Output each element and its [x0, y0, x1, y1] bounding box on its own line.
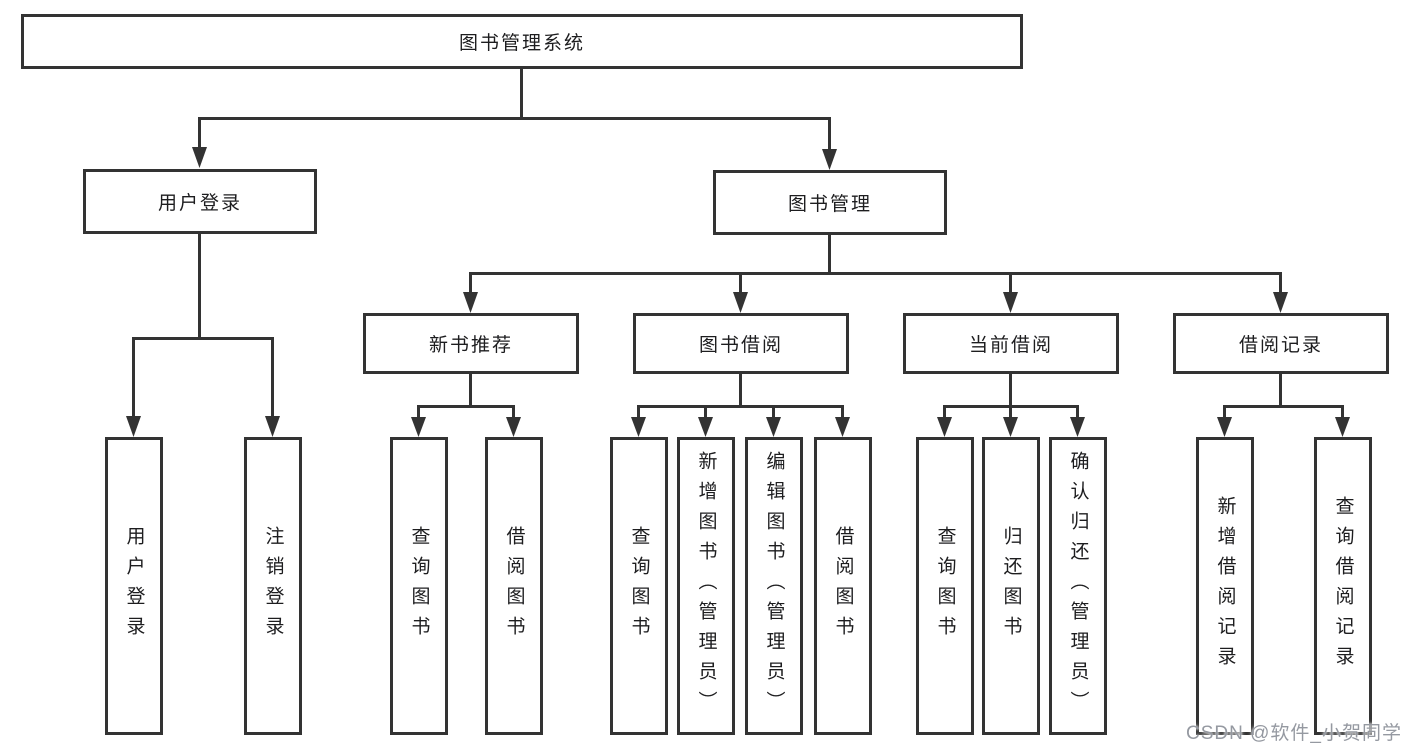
leaf-confirm-return-admin: 确认归还（管理员） [1049, 437, 1107, 735]
node-borrowing-records: 借阅记录 [1173, 313, 1389, 374]
node-label: 新书推荐 [428, 335, 513, 356]
leaf-logout: 注销登录 [244, 437, 302, 735]
node-label: 编辑图书（管理员） [763, 451, 785, 721]
leaf-borrow-books: 借阅图书 [485, 437, 543, 735]
node-label: 新增借阅记录 [1214, 496, 1236, 676]
csdn-watermark: CSDN @软件_小贺同学 [1186, 723, 1402, 744]
node-label: 借阅图书 [832, 526, 854, 646]
leaf-user-login: 用户登录 [105, 437, 163, 735]
node-label: 查询图书 [934, 526, 956, 646]
node-label: 借阅图书 [503, 526, 525, 646]
node-label: 注销登录 [262, 526, 284, 646]
node-book-borrowing: 图书借阅 [633, 313, 849, 374]
leaf-query-books: 查询图书 [390, 437, 448, 735]
node-label: 当前借阅 [968, 335, 1053, 356]
node-label: 查询借阅记录 [1332, 496, 1354, 676]
node-label: 查询图书 [628, 526, 650, 646]
node-label: 确认归还（管理员） [1067, 451, 1089, 721]
leaf-query-books: 查询图书 [610, 437, 668, 735]
node-label: 图书管理 [787, 194, 872, 215]
node-book-management: 图书管理 [713, 170, 947, 235]
node-new-book-recommendation: 新书推荐 [363, 313, 579, 374]
leaf-add-book-admin: 新增图书（管理员） [677, 437, 735, 735]
leaf-borrow-books: 借阅图书 [814, 437, 872, 735]
node-current-borrowing: 当前借阅 [903, 313, 1119, 374]
leaf-query-borrow-record: 查询借阅记录 [1314, 437, 1372, 735]
leaf-return-books: 归还图书 [982, 437, 1040, 735]
node-library-system: 图书管理系统 [21, 14, 1023, 69]
node-label: 图书借阅 [698, 335, 783, 356]
node-label: 借阅记录 [1238, 335, 1323, 356]
node-user-login: 用户登录 [83, 169, 317, 234]
leaf-query-books: 查询图书 [916, 437, 974, 735]
node-label: 新增图书（管理员） [695, 451, 717, 721]
leaf-edit-book-admin: 编辑图书（管理员） [745, 437, 803, 735]
node-label: 查询图书 [408, 526, 430, 646]
node-label: 用户登录 [157, 193, 242, 214]
node-label: 图书管理系统 [458, 33, 585, 54]
node-label: 归还图书 [1000, 526, 1022, 646]
node-label: 用户登录 [123, 526, 145, 646]
leaf-add-borrow-record: 新增借阅记录 [1196, 437, 1254, 735]
